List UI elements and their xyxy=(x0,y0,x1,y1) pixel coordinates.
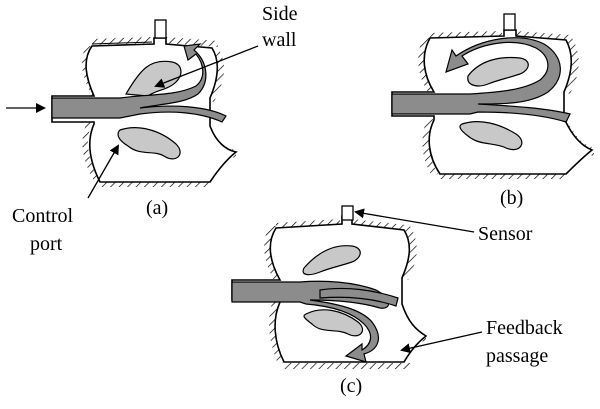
panel-a-vortex-lower xyxy=(117,127,181,160)
feedback-passage-label-line1: Feedback xyxy=(486,317,563,339)
caption-c: (c) xyxy=(340,375,362,397)
panel-c-vortex-upper xyxy=(302,245,361,276)
control-port-label-line1: Control xyxy=(12,205,74,227)
panel-b-vortex-lower xyxy=(459,121,523,151)
feedback-passage-pointer xyxy=(400,331,483,354)
control-port-pointer xyxy=(87,144,119,199)
panel-c-jet xyxy=(231,280,390,363)
panel-a-jet xyxy=(51,43,227,123)
panel-c-jet-upper-branch xyxy=(319,287,399,307)
side-wall-label-line1: Side xyxy=(262,3,298,25)
caption-b: (b) xyxy=(500,187,523,209)
sensor-label: Sensor xyxy=(478,223,533,245)
panel-a-sensor xyxy=(154,19,167,39)
feedback-passage-label-line2: passage xyxy=(486,345,548,367)
caption-a: (a) xyxy=(146,197,168,219)
panel-b-vortex-upper xyxy=(467,56,529,87)
panel-b xyxy=(391,13,594,179)
panel-b-walls xyxy=(418,31,594,179)
panel-c xyxy=(231,205,483,369)
panel-b-jet xyxy=(391,37,571,123)
panel-b-sensor xyxy=(503,13,516,31)
control-port-label-line2: port xyxy=(30,233,63,255)
sensor-pointer xyxy=(354,208,475,233)
panel-a-vortex-upper xyxy=(125,60,182,97)
panel-c-sensor xyxy=(341,205,354,221)
side-wall-label-line2: wall xyxy=(262,29,297,51)
panel-c-vortex-lower xyxy=(303,309,363,337)
side-wall-pointer xyxy=(154,45,259,88)
panel-a xyxy=(6,19,259,199)
